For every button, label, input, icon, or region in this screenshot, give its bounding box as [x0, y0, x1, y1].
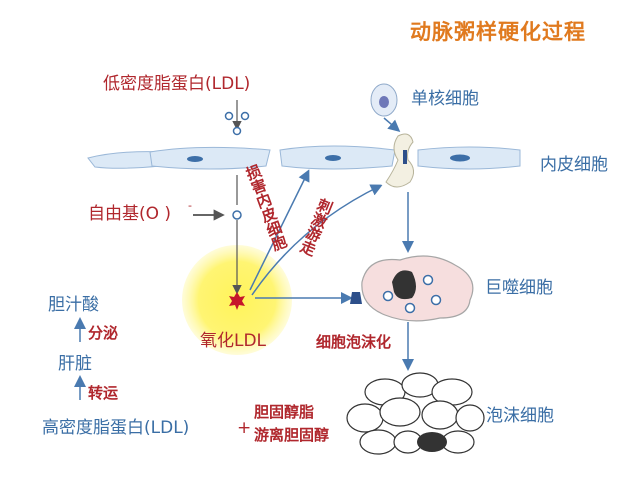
- ldl-particle-radical: [232, 210, 242, 220]
- arrow-monocyte-in: [383, 117, 401, 132]
- endothelial-layer: [87, 145, 521, 170]
- arrow-damage: [249, 169, 310, 291]
- label-endothelial: 内皮细胞: [540, 155, 608, 175]
- macrophage-nucleus: [392, 270, 416, 300]
- label-macrophage: 巨噬细胞: [485, 278, 553, 298]
- label-ldl-high: 高密度脂蛋白(LDL): [42, 418, 190, 438]
- label-foam-process: 细胞泡沫化: [316, 333, 392, 351]
- foam-nucleus: [417, 432, 447, 452]
- blue-receptor-icon: [350, 292, 362, 304]
- label-monocyte: 单核细胞: [411, 89, 479, 109]
- foam-cell-cluster: [346, 372, 485, 455]
- label-foam-cell: 泡沫细胞: [486, 406, 554, 426]
- macrophage-cell: [361, 255, 474, 322]
- label-ldl-low: 低密度脂蛋白(LDL): [103, 74, 251, 94]
- label-transport: 转运: [88, 384, 119, 402]
- label-secrete: 分泌: [88, 324, 119, 342]
- label-cholesterol-ester: 胆固醇脂: [254, 403, 315, 421]
- free-radical-text: 自由基(O ): [88, 204, 172, 224]
- ldl-particle: [240, 111, 250, 121]
- arrow-stimulate: [251, 184, 383, 296]
- ldl-particle: [232, 126, 242, 136]
- migrating-monocyte: [385, 133, 414, 188]
- label-liver: 肝脏: [58, 354, 92, 374]
- label-free-cholesterol: 游离胆固醇: [254, 426, 330, 444]
- label-plus: +: [237, 418, 252, 438]
- label-oxidized-ldl: 氧化LDL: [200, 331, 267, 351]
- free-radical-superscript: -: [188, 199, 192, 212]
- ldl-particle: [224, 111, 234, 121]
- red-star-icon: [229, 292, 245, 310]
- label-free-radical: 自由基(O ) -: [88, 200, 192, 224]
- label-bile-acid: 胆汁酸: [48, 295, 99, 315]
- diagram-title: 动脉粥样硬化过程: [410, 20, 586, 44]
- migrating-nucleus: [403, 150, 407, 164]
